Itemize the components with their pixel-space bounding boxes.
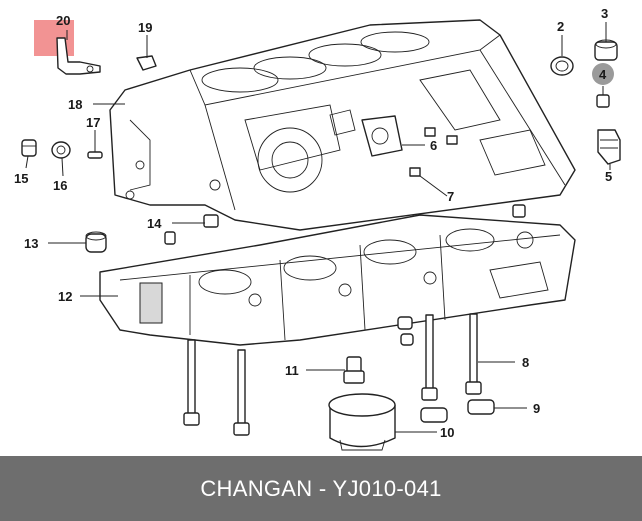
callout-14: 14 (147, 216, 162, 231)
callout-7: 7 (447, 189, 454, 204)
footer-bar: CHANGAN - YJ010-041 (0, 456, 642, 521)
part-number-caption: CHANGAN - YJ010-041 (200, 475, 442, 501)
dowel-mid-2 (400, 333, 414, 346)
dowel-right (512, 204, 526, 218)
sensor-5 (597, 129, 621, 165)
bushing-4 (596, 94, 610, 108)
bolt-14 (164, 214, 219, 245)
ring-2 (550, 56, 574, 76)
callout-2: 2 (557, 19, 564, 34)
cap-3 (594, 39, 618, 61)
callout-12: 12 (58, 289, 72, 304)
callout-17: 17 (86, 115, 100, 130)
callout-4: 4 (599, 67, 607, 82)
callout-20: 20 (56, 13, 70, 28)
callout-18: 18 (68, 97, 82, 112)
plug-19 (136, 55, 157, 71)
callout-19: 19 (138, 20, 152, 35)
callout-10: 10 (440, 425, 454, 440)
cover-plate-6 (361, 115, 458, 157)
leader-lines (25, 22, 611, 433)
long-bolts-8 (183, 313, 482, 436)
dowel-mid (397, 316, 413, 330)
callout-9: 9 (533, 401, 540, 416)
callout-5: 5 (605, 169, 612, 184)
plug-15 (21, 139, 37, 157)
callout-11: 11 (285, 363, 299, 378)
fitting-11 (343, 356, 365, 384)
dowel-pin-17 (87, 151, 103, 159)
callout-3: 3 (601, 6, 608, 21)
exploded-parts-diagram: 20 19 18 17 15 16 14 13 12 11 2 3 4 5 6 … (14, 6, 621, 451)
oil-filter-10 (328, 393, 396, 451)
bushing-13 (85, 231, 107, 253)
callout-labels: 20 19 18 17 15 16 14 13 12 11 2 3 4 5 6 … (14, 6, 612, 440)
callout-13: 13 (24, 236, 38, 251)
callout-6: 6 (430, 138, 437, 153)
part-4-badge (592, 63, 614, 85)
bushing-9b (420, 407, 448, 423)
engine-block (109, 19, 576, 231)
callout-8: 8 (522, 355, 529, 370)
bushing-9 (467, 399, 495, 415)
callout-16: 16 (53, 178, 67, 193)
crank-sensor-20 (34, 20, 101, 75)
washer-16 (51, 141, 71, 159)
callout-15: 15 (14, 171, 28, 186)
bolt-7 (409, 167, 421, 177)
lower-crankcase (99, 214, 576, 346)
